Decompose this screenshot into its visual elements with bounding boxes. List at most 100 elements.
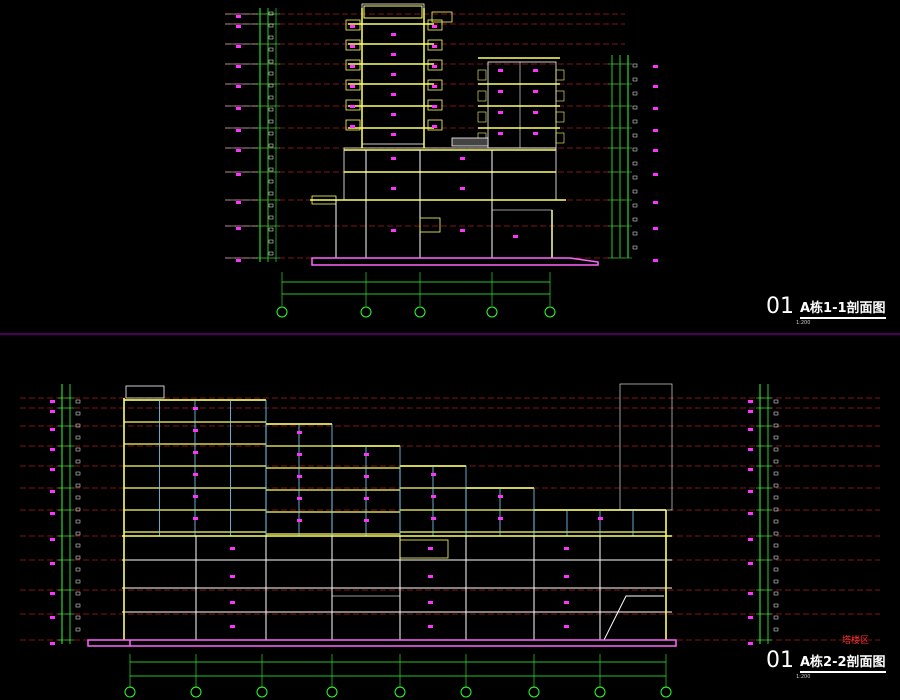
room-label xyxy=(432,25,437,28)
room-label xyxy=(460,229,465,232)
level-marker xyxy=(653,85,658,88)
section-2-2-drawing xyxy=(20,383,880,698)
room-label xyxy=(428,601,433,604)
window-symbol xyxy=(268,59,274,64)
window-symbol xyxy=(268,155,274,160)
window-symbol xyxy=(632,91,638,96)
room-label xyxy=(364,519,369,522)
level-marker xyxy=(236,15,241,18)
level-marker xyxy=(50,490,55,493)
window-symbol xyxy=(268,71,274,76)
grid-axis-bubble xyxy=(124,686,136,698)
window-symbol xyxy=(75,567,81,572)
room-label xyxy=(564,601,569,604)
window-symbol xyxy=(773,447,779,452)
window-symbol xyxy=(632,119,638,124)
room-label xyxy=(297,497,302,500)
room-label xyxy=(297,431,302,434)
room-label xyxy=(193,473,198,476)
window-symbol xyxy=(75,591,81,596)
section-1-scale: 1:200 xyxy=(796,320,811,326)
window-symbol xyxy=(632,245,638,250)
grid-axis-bubble xyxy=(326,686,338,698)
room-label xyxy=(428,625,433,628)
section-2-number: 01 xyxy=(766,648,794,673)
grid-axis-bubble xyxy=(360,306,372,318)
room-label xyxy=(533,132,538,135)
level-marker xyxy=(236,227,241,230)
window-symbol xyxy=(268,83,274,88)
level-marker xyxy=(50,538,55,541)
grid-axis-bubble xyxy=(414,306,426,318)
level-marker xyxy=(236,45,241,48)
balcony xyxy=(427,119,443,131)
mechanical-equipment xyxy=(451,137,489,147)
balcony xyxy=(555,90,565,102)
room-label xyxy=(391,33,396,36)
level-marker xyxy=(748,616,753,619)
window-symbol xyxy=(268,143,274,148)
level-marker xyxy=(236,65,241,68)
level-marker xyxy=(653,227,658,230)
room-label xyxy=(193,407,198,410)
window-symbol xyxy=(268,95,274,100)
zone-label: 塔楼区 xyxy=(842,636,870,646)
ground-line xyxy=(87,639,677,647)
grid-axis-bubble xyxy=(528,686,540,698)
balcony xyxy=(345,19,361,31)
room-label xyxy=(431,495,436,498)
level-marker xyxy=(236,201,241,204)
level-marker xyxy=(50,448,55,451)
room-label xyxy=(230,547,235,550)
room-label xyxy=(498,517,503,520)
room-label xyxy=(391,53,396,56)
level-marker xyxy=(653,173,658,176)
room-label xyxy=(297,453,302,456)
room-label xyxy=(498,132,503,135)
grid-axis-bubble xyxy=(486,306,498,318)
window-symbol xyxy=(268,119,274,124)
tower-ghost-outline xyxy=(619,383,673,511)
room-label xyxy=(498,90,503,93)
balcony xyxy=(555,69,565,81)
window-symbol xyxy=(75,483,81,488)
room-label xyxy=(498,495,503,498)
room-label xyxy=(391,73,396,76)
window-symbol xyxy=(773,603,779,608)
room-label xyxy=(193,517,198,520)
room-label xyxy=(564,575,569,578)
room-label xyxy=(391,133,396,136)
window-symbol xyxy=(773,519,779,524)
level-marker xyxy=(50,512,55,515)
level-marker xyxy=(748,512,753,515)
window-symbol xyxy=(75,495,81,500)
section-1-title: A栋1-1剖面图 xyxy=(800,301,886,319)
room-label xyxy=(564,547,569,550)
level-marker xyxy=(653,107,658,110)
grid-axis-bubble xyxy=(256,686,268,698)
window-symbol xyxy=(773,591,779,596)
room-label xyxy=(230,601,235,604)
window-symbol xyxy=(268,167,274,172)
room-label xyxy=(460,157,465,160)
window-symbol xyxy=(75,459,81,464)
room-label xyxy=(432,85,437,88)
window-symbol xyxy=(268,179,274,184)
level-marker xyxy=(748,400,753,403)
window-symbol xyxy=(268,35,274,40)
room-label xyxy=(364,497,369,500)
room-label xyxy=(230,625,235,628)
room-label xyxy=(364,475,369,478)
window-symbol xyxy=(268,227,274,232)
window-symbol xyxy=(75,615,81,620)
balcony xyxy=(427,39,443,51)
level-marker xyxy=(50,468,55,471)
section-2-scale: 1:200 xyxy=(796,674,811,680)
room-label xyxy=(350,85,355,88)
window-symbol xyxy=(75,411,81,416)
window-symbol xyxy=(75,435,81,440)
room-label xyxy=(350,25,355,28)
level-marker xyxy=(50,428,55,431)
window-symbol xyxy=(268,251,274,256)
